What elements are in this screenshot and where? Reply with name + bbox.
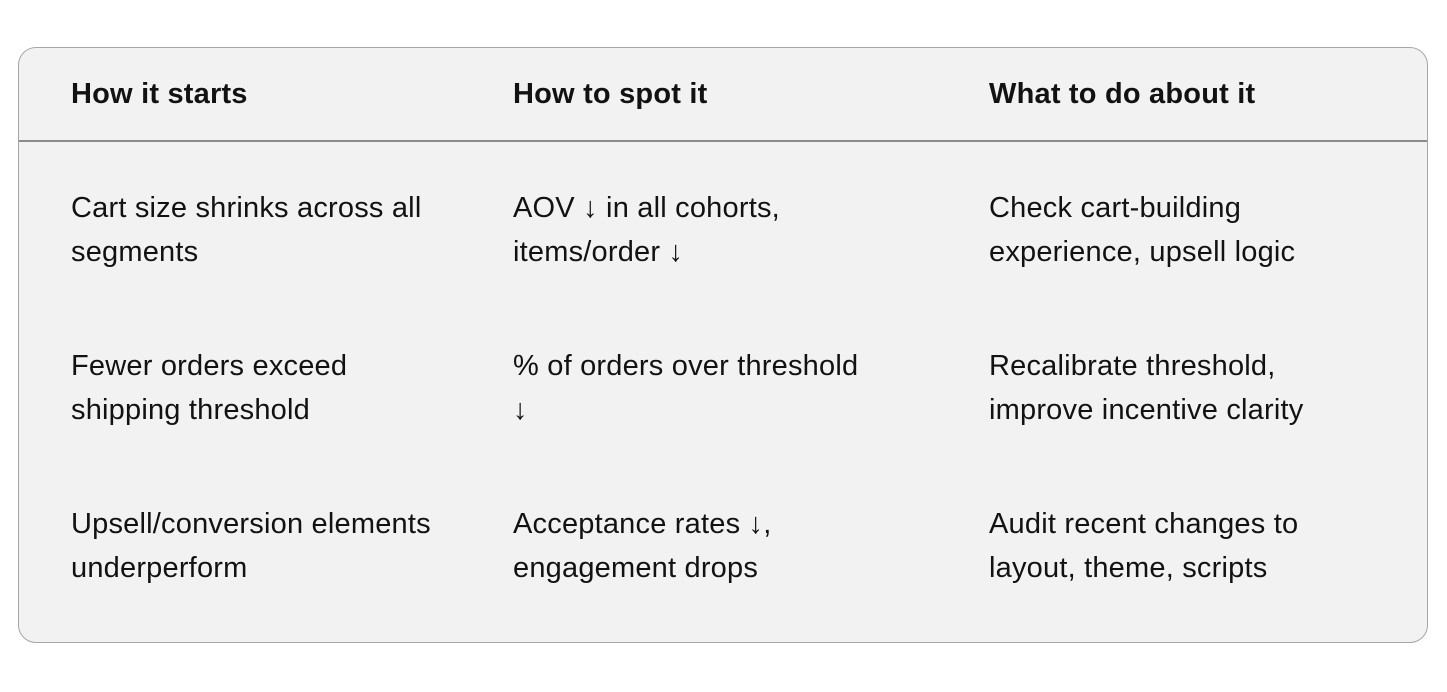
cell-text: Check cart-building experience, upsell l…: [989, 192, 1296, 268]
cell-row1-what-to-do: Check cart-building experience, upsell l…: [989, 186, 1387, 274]
column-header-label: How it starts: [71, 77, 248, 110]
cell-row3-how-to-spot-it: Acceptance rates ↓, engagement drops: [513, 502, 989, 590]
cell-row3-how-it-starts: Upsell/conversion elements underperform: [71, 502, 513, 590]
cell-row2-how-it-starts: Fewer orders exceed shipping threshold: [71, 344, 513, 432]
cell-row1-how-to-spot-it: AOV ↓ in all cohorts, items/order ↓: [513, 186, 989, 274]
cell-text: Upsell/conversion elements underperform: [71, 508, 431, 584]
cell-text: Recalibrate threshold, improve incentive…: [989, 350, 1304, 426]
column-header-label: What to do about it: [989, 77, 1256, 110]
cell-text: Cart size shrinks across all segments: [71, 192, 422, 268]
table-row: Fewer orders exceed shipping threshold %…: [19, 344, 1427, 432]
header-divider: [19, 140, 1427, 142]
table-header-row: How it starts How to spot it What to do …: [19, 48, 1427, 140]
cell-text: Fewer orders exceed shipping threshold: [71, 350, 348, 426]
cell-row2-what-to-do: Recalibrate threshold, improve incentive…: [989, 344, 1387, 432]
cell-text: Audit recent changes to layout, theme, s…: [989, 508, 1299, 584]
column-header-label: How to spot it: [513, 77, 708, 110]
cell-row1-how-it-starts: Cart size shrinks across all segments: [71, 186, 513, 274]
cell-row2-how-to-spot-it: % of orders over threshold ↓: [513, 344, 989, 432]
cell-text: Acceptance rates ↓, engagement drops: [513, 508, 772, 584]
cell-row3-what-to-do: Audit recent changes to layout, theme, s…: [989, 502, 1387, 590]
column-header-how-it-starts: How it starts: [71, 78, 513, 111]
comparison-table-card: How it starts How to spot it What to do …: [18, 47, 1428, 643]
cell-text: AOV ↓ in all cohorts, items/order ↓: [513, 192, 780, 268]
table-row: Cart size shrinks across all segments AO…: [19, 186, 1427, 274]
column-header-how-to-spot-it: How to spot it: [513, 78, 989, 111]
cell-text: % of orders over threshold ↓: [513, 350, 859, 426]
table-row: Upsell/conversion elements underperform …: [19, 502, 1427, 590]
column-header-what-to-do: What to do about it: [989, 78, 1387, 111]
